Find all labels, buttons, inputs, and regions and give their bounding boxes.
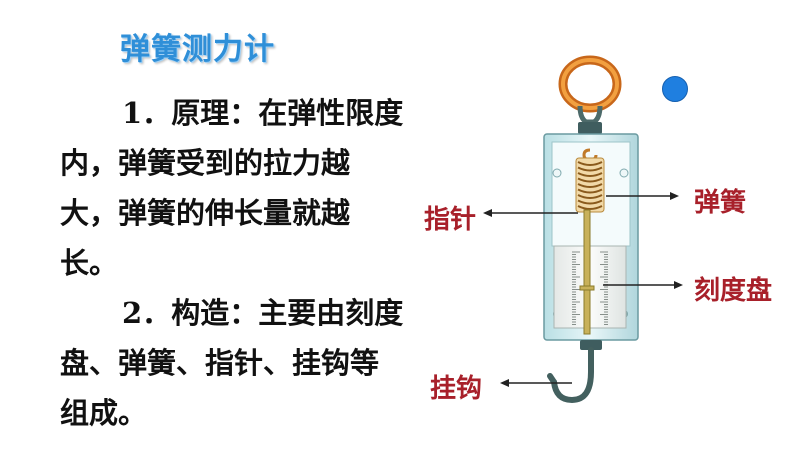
hanging-ring [558,55,622,113]
top-connector [577,105,603,134]
paragraph-text: 原理：在弹性限度内，弹簧受到的拉力越大，弹簧的伸长量就越长。 [60,96,404,280]
spring-coil-turn [577,194,603,199]
spring-coil-turn [577,199,603,205]
pointer-rod [579,209,595,335]
dial-ticks-left [572,251,580,325]
spring-coil-turn [577,166,603,172]
label-hook: 挂钩 [430,374,483,404]
spring-coil-turn [577,161,603,166]
bottom-hook [547,340,602,404]
spring-coil-turn [577,177,603,183]
label-spring: 弹簧 [694,188,747,218]
body-text: 1．原理：在弹性限度内，弹簧受到的拉力越大，弹簧的伸长量就越长。 2．构造：主要… [60,88,405,438]
spring-coil-turn [577,188,603,194]
paragraph-text: 构造：主要由刻度盘、弹簧、指针、挂钩等组成。 [60,296,404,430]
spring-coil-turn [577,183,603,188]
page-title: 弹簧测力计 [120,32,275,67]
label-arrows [483,192,683,387]
paragraph-structure: 2．构造：主要由刻度盘、弹簧、指针、挂钩等组成。 [60,288,405,438]
spring-coils [577,161,603,210]
paragraph-number: 2． [122,296,172,330]
label-dial: 刻度盘 [694,276,773,306]
paragraph-principle: 1．原理：在弹性限度内，弹簧受到的拉力越大，弹簧的伸长量就越长。 [60,88,405,288]
paragraph-number: 1． [122,96,172,130]
spring-coil-turn [577,172,603,177]
blue-dot-marker [662,76,688,102]
spring-coil-turn [577,205,603,210]
spring-coil [575,148,605,213]
label-pointer: 指针 [424,205,477,235]
